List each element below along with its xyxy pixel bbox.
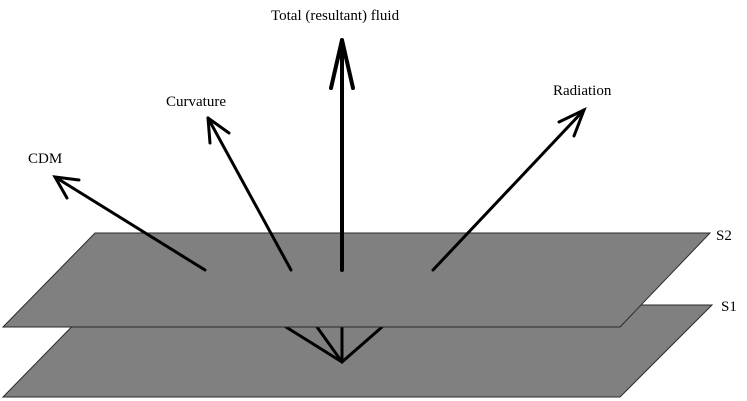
total-fluid-label: Total (resultant) fluid (271, 8, 400, 24)
total-fluid-arrow (329, 38, 355, 272)
sheet-s2 (1, 232, 712, 328)
lower-arrow-fan (284, 325, 384, 364)
s2-label: S2 (716, 228, 732, 244)
curvature-arrow (206, 116, 293, 272)
cdm-label: CDM (28, 151, 62, 167)
curvature-label: Curvature (166, 94, 226, 110)
radiation-arrow (431, 107, 587, 272)
s1-label: S1 (721, 299, 737, 315)
radiation-label: Radiation (553, 83, 612, 99)
cdm-arrow (52, 175, 207, 272)
